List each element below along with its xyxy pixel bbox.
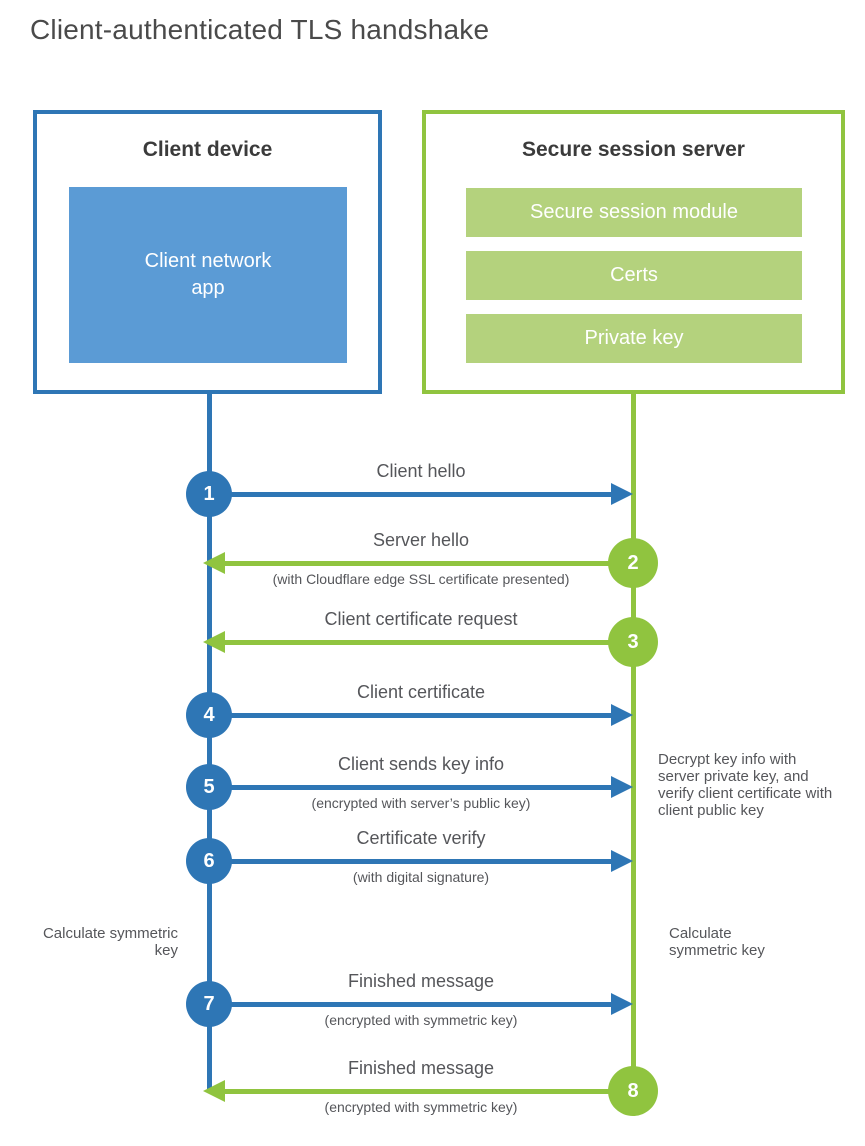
step-5-sublabel: (encrypted with server’s public key)	[311, 795, 531, 811]
client-app-label-line2: app	[191, 277, 225, 299]
step-6-number-badge: 6	[186, 838, 232, 884]
step-5-arrowhead-icon	[611, 776, 633, 798]
step-4-label: Client certificate	[356, 682, 486, 702]
step-1-arrow-line	[209, 492, 613, 497]
step-2-sublabel: (with Cloudflare edge SSL certificate pr…	[272, 571, 570, 587]
client-device-title: Client device	[142, 138, 273, 161]
step-7-arrowhead-icon	[611, 993, 633, 1015]
step-8-number-badge: 8	[608, 1066, 658, 1116]
client-network-app-box: Client network app	[69, 187, 347, 363]
step-4-number-badge: 4	[186, 692, 232, 738]
step-6-arrowhead-icon	[611, 850, 633, 872]
client-app-label-line1: Client network	[144, 250, 272, 272]
step-8-arrowhead-icon	[203, 1080, 225, 1102]
step-2-label: Server hello	[372, 530, 470, 550]
server-decrypt-note: Decrypt key info with server private key…	[658, 751, 833, 819]
client-lifeline	[207, 392, 212, 1093]
step-7-label: Finished message	[347, 971, 495, 991]
page-title: Client-authenticated TLS handshake	[30, 14, 490, 45]
step-3-arrow-line	[224, 640, 633, 645]
step-8-label: Finished message	[347, 1058, 495, 1078]
step-1-label: Client hello	[376, 461, 466, 481]
step-6-label: Certificate verify	[356, 828, 486, 848]
step-8-arrow-line	[224, 1089, 633, 1094]
step-5-number-badge: 5	[186, 764, 232, 810]
step-4-arrow-line	[209, 713, 613, 718]
step-1-arrowhead-icon	[611, 483, 633, 505]
step-5-label: Client sends key info	[337, 754, 505, 774]
step-7-number-badge: 7	[186, 981, 232, 1027]
private-key-bar: Private key	[466, 314, 802, 363]
step-1-number-badge: 1	[186, 471, 232, 517]
step-7-arrow-line	[209, 1002, 613, 1007]
secure-session-server-title: Secure session server	[522, 138, 745, 161]
step-3-label: Client certificate request	[324, 609, 518, 629]
step-4-arrowhead-icon	[611, 704, 633, 726]
server-calculate-symmetric-key-note: Calculate symmetric key	[669, 925, 765, 959]
step-3-number-badge: 3	[608, 617, 658, 667]
secure-session-module-bar: Secure session module	[466, 188, 802, 237]
step-2-arrowhead-icon	[203, 552, 225, 574]
server-lifeline	[631, 392, 636, 1094]
step-5-arrow-line	[209, 785, 613, 790]
step-8-sublabel: (encrypted with symmetric key)	[324, 1099, 518, 1115]
step-3-arrowhead-icon	[203, 631, 225, 653]
step-2-number-badge: 2	[608, 538, 658, 588]
step-2-arrow-line	[224, 561, 633, 566]
step-6-arrow-line	[209, 859, 613, 864]
certs-bar: Certs	[466, 251, 802, 300]
step-6-sublabel: (with digital signature)	[352, 869, 490, 885]
step-7-sublabel: (encrypted with symmetric key)	[324, 1012, 518, 1028]
client-calculate-symmetric-key-note: Calculate symmetric key	[42, 925, 178, 959]
